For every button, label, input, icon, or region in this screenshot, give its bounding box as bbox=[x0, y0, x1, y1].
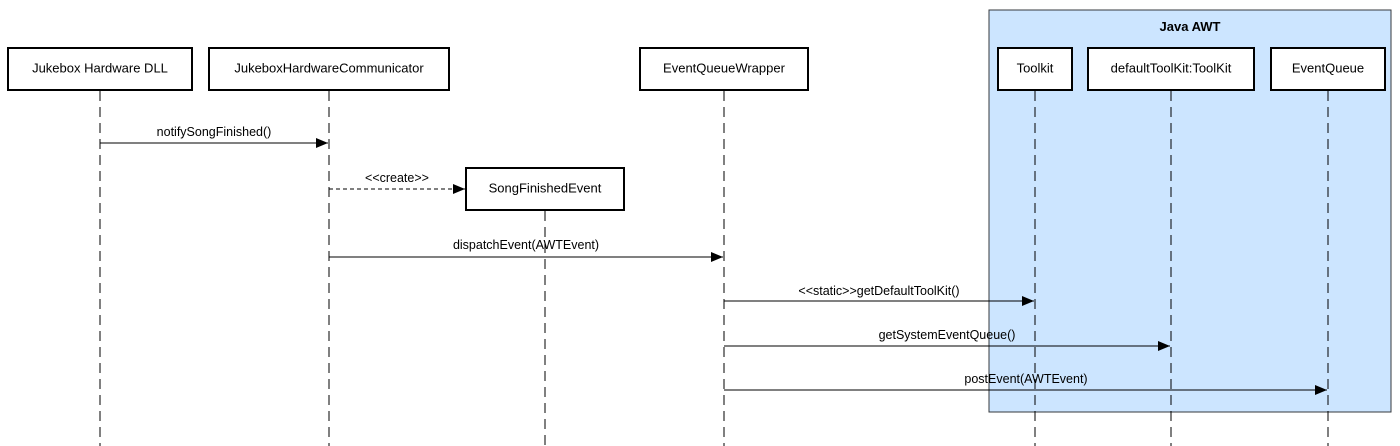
java-awt-frame-title: Java AWT bbox=[1160, 19, 1221, 34]
lifeline-box: JukeboxHardwareCommunicator bbox=[208, 47, 450, 91]
lifeline-label: JukeboxHardwareCommunicator bbox=[234, 60, 424, 75]
lifeline-box: EventQueueWrapper bbox=[639, 47, 809, 91]
message-post-event: postEvent(AWTEvent) bbox=[724, 372, 1327, 395]
lifeline-label: Toolkit bbox=[1017, 60, 1054, 75]
message-label: notifySongFinished() bbox=[157, 125, 272, 139]
message-create: <<create>> bbox=[329, 171, 465, 194]
lifeline-box: Toolkit bbox=[997, 47, 1073, 91]
lifeline-song-finished-event: SongFinishedEvent bbox=[465, 167, 625, 446]
lifeline-box: EventQueue bbox=[1270, 47, 1386, 91]
message-label: getSystemEventQueue() bbox=[879, 328, 1016, 342]
lifeline-label: defaultToolKit:ToolKit bbox=[1111, 60, 1232, 75]
lifeline-jukebox-hardware-dll: Jukebox Hardware DLL bbox=[7, 47, 193, 446]
message-label: <<create>> bbox=[365, 171, 429, 185]
lifeline-default-toolkit: defaultToolKit:ToolKit bbox=[1087, 47, 1255, 446]
lifeline-toolkit: Toolkit bbox=[997, 47, 1073, 446]
message-get-default-toolkit: <<static>>getDefaultToolKit() bbox=[724, 284, 1034, 306]
message-dispatch-event: dispatchEvent(AWTEvent) bbox=[329, 238, 723, 262]
message-notify-song-finished: notifySongFinished() bbox=[100, 125, 328, 148]
lifeline-event-queue: EventQueue bbox=[1270, 47, 1386, 446]
lifeline-label: EventQueue bbox=[1292, 60, 1364, 75]
lifeline-box: defaultToolKit:ToolKit bbox=[1087, 47, 1255, 91]
lifeline-label: Jukebox Hardware DLL bbox=[32, 60, 168, 75]
lifeline-label: SongFinishedEvent bbox=[489, 180, 602, 195]
lifeline-box: Jukebox Hardware DLL bbox=[7, 47, 193, 91]
message-get-system-event-queue: getSystemEventQueue() bbox=[724, 328, 1170, 351]
lifeline-event-queue-wrapper: EventQueueWrapper bbox=[639, 47, 809, 446]
message-label: <<static>>getDefaultToolKit() bbox=[798, 284, 959, 298]
message-label: dispatchEvent(AWTEvent) bbox=[453, 238, 599, 252]
lifeline-label: EventQueueWrapper bbox=[663, 60, 786, 75]
lifeline-box: SongFinishedEvent bbox=[465, 167, 625, 211]
lifeline-jukebox-hardware-communicator: JukeboxHardwareCommunicator bbox=[208, 47, 450, 446]
message-label: postEvent(AWTEvent) bbox=[964, 372, 1087, 386]
